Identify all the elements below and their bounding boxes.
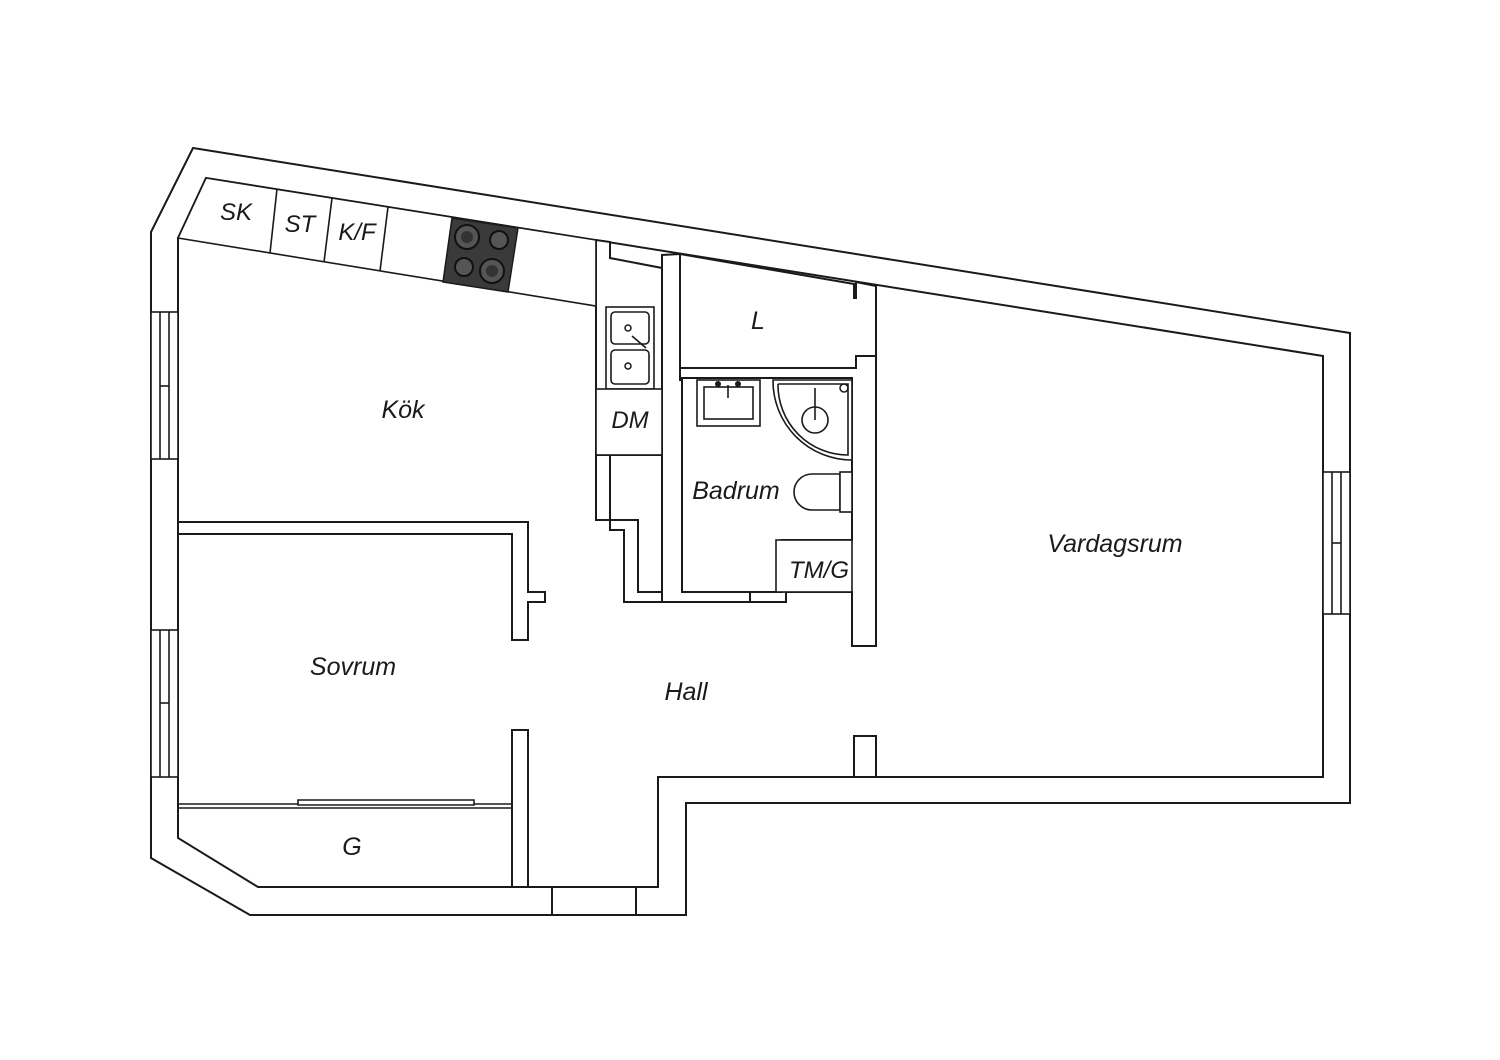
window-vardagsrum [1322,471,1351,615]
room-label-vardagsrum: Vardagsrum [1047,530,1182,558]
sliding-door [297,799,475,806]
wall-sovrum-garderob [511,729,529,888]
counter-div-2 [323,197,333,263]
shower-icon [772,379,853,461]
room-label-badrum: Badrum [692,477,780,505]
tmg-box [775,539,853,593]
window-kok [150,311,179,460]
wall-hall-end [551,886,637,916]
room-label-garderob: G [342,833,361,861]
fixture-label-st: ST [285,211,318,238]
wall-l-top [679,252,877,369]
fixture-label-sk: SK [220,199,253,226]
toilet-icon [793,471,853,513]
room-label-kok: Kök [381,396,426,424]
room-label-linneskap: L [751,307,765,335]
counter-div-3 [379,206,389,272]
room-label-sovrum: Sovrum [310,653,396,681]
fixture-label-dm: DM [611,407,648,434]
fixture-label-kf: K/F [338,219,377,246]
wall-kitchen-sovrum [177,521,546,641]
sink-icon [605,306,655,390]
dishwasher-box [595,388,663,456]
stove-icon [442,217,519,293]
window-sovrum [150,629,179,778]
washbasin-icon [696,379,761,427]
fixture-label-tmg: TM/G [789,557,849,584]
wall-hall-vardagsrum-bottom [853,735,877,778]
counter-div-1 [269,188,278,254]
room-label-hall: Hall [664,678,709,706]
